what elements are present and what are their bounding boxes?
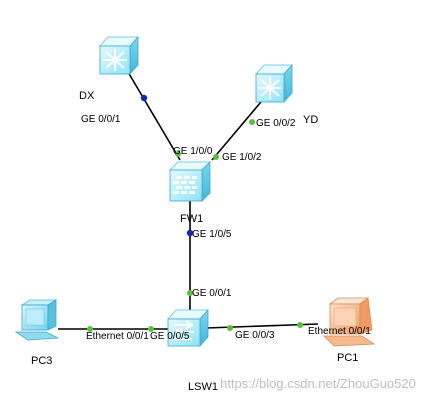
port-label-fw-ge105: GE 1/0/5 <box>192 229 232 240</box>
port-indicators <box>87 94 303 332</box>
port-dot-fw-ge100 <box>175 151 181 157</box>
port-dot-lsw-ge003 <box>227 325 233 331</box>
port-label-pc3-eth: Ethernet 0/0/1 <box>86 331 149 342</box>
port-label-fw-ge100: GE 1/0/0 <box>173 146 213 157</box>
port-dot-lsw-ge005 <box>148 326 154 332</box>
port-dot-fw-ge105 <box>186 229 194 237</box>
router-dx-icon[interactable] <box>99 35 139 76</box>
device-label-lsw1: LSW1 <box>188 381 218 393</box>
port-label-yd-ge002: GE 0/0/2 <box>256 118 296 129</box>
port-dot-pc3 <box>87 326 93 332</box>
device-label-fw1: FW1 <box>180 213 204 225</box>
router-yd-icon[interactable] <box>255 63 293 104</box>
link-dx-fw1 <box>127 71 181 161</box>
watermark: https://blog.csdn.net/ZhouGuo520 <box>220 376 416 391</box>
port-dot-pc1 <box>297 322 303 328</box>
port-dot-dx <box>140 94 148 102</box>
port-label-lsw-ge001: GE 0/0/1 <box>192 288 232 299</box>
port-dot-yd <box>249 119 255 125</box>
port-dot-lsw-ge001 <box>187 290 193 296</box>
device-label-dx: DX <box>79 90 95 102</box>
port-label-pc1-eth: Ethernet 0/0/1 <box>308 326 371 337</box>
port-label-fw-ge102: GE 1/0/2 <box>222 152 262 163</box>
device-label-pc1: PC1 <box>337 352 359 364</box>
port-label-dx-ge001: GE 0/0/1 <box>81 114 121 125</box>
switch-lsw1-icon[interactable] <box>167 308 209 348</box>
firewall-fw1-icon[interactable] <box>169 161 211 202</box>
port-label-lsw-ge005: GE 0/0/5 <box>150 331 190 342</box>
link-yd-fw1 <box>211 95 267 161</box>
pc3-icon[interactable] <box>14 299 60 341</box>
port-label-lsw-ge003: GE 0/0/3 <box>235 330 275 341</box>
port-dot-fw-ge102 <box>213 154 219 160</box>
device-label-yd: YD <box>303 114 319 126</box>
device-label-pc3: PC3 <box>31 355 53 367</box>
pc1-icon[interactable] <box>323 297 376 347</box>
